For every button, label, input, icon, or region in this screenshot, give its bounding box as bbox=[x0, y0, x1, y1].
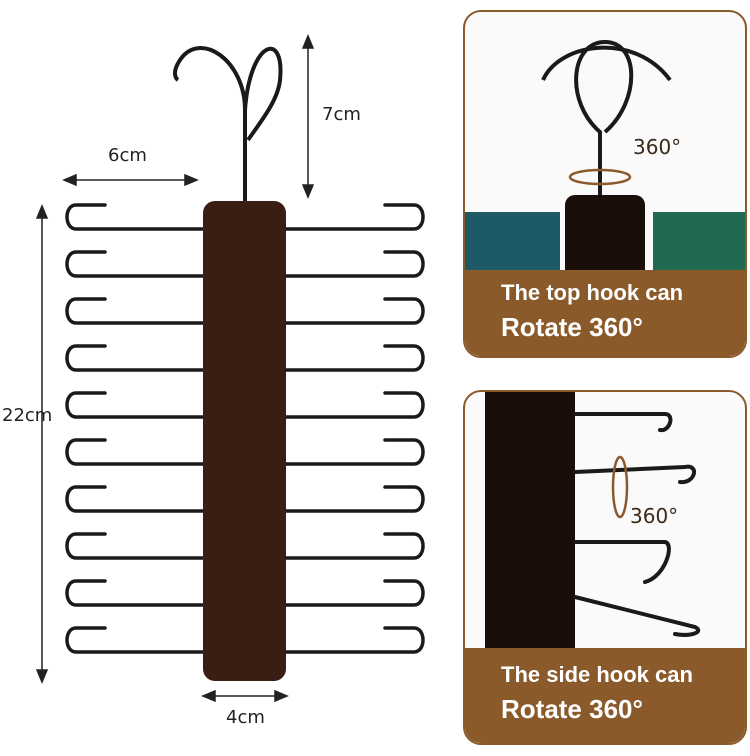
total-height-label: 22cm bbox=[2, 405, 53, 426]
side-hook-left bbox=[65, 250, 212, 278]
side-hook-left bbox=[65, 579, 212, 607]
side-hook-left bbox=[65, 203, 212, 231]
side-hook-left bbox=[65, 344, 212, 372]
side-hook-left bbox=[65, 626, 212, 654]
side-hook-right bbox=[278, 438, 425, 466]
rotation-label: 360° bbox=[630, 504, 679, 528]
side-hook-right bbox=[278, 297, 425, 325]
side-hook-right bbox=[278, 344, 425, 372]
body-width-label: 4cm bbox=[226, 707, 265, 728]
side-hook-right bbox=[278, 391, 425, 419]
hook-height-label: 7cm bbox=[322, 104, 361, 125]
side-hook-panel: 360° The side hook can Rotate 360° bbox=[463, 390, 747, 745]
side-hook-right bbox=[278, 626, 425, 654]
top-hook-panel: 360° The top hook can Rotate 360° bbox=[463, 10, 747, 358]
caption-line-1: The top hook can bbox=[501, 280, 684, 305]
side-hook-right bbox=[278, 203, 425, 231]
caption-band: The top hook can Rotate 360° bbox=[465, 270, 745, 356]
caption-line-2: Rotate 360° bbox=[501, 312, 643, 342]
rotation-label: 360° bbox=[633, 135, 682, 159]
side-hook-left bbox=[65, 391, 212, 419]
arm-width-label: 6cm bbox=[108, 145, 147, 166]
top-hook bbox=[172, 46, 283, 205]
side-hook-left bbox=[65, 297, 212, 325]
caption-line-2: Rotate 360° bbox=[501, 694, 643, 724]
side-hook-right bbox=[278, 250, 425, 278]
side-hook-right bbox=[278, 579, 425, 607]
side-hook-right bbox=[278, 532, 425, 560]
caption-line-1: The side hook can bbox=[501, 662, 693, 687]
side-hook-left bbox=[65, 485, 212, 513]
caption-band: The side hook can Rotate 360° bbox=[465, 648, 745, 743]
side-hook-right bbox=[278, 485, 425, 513]
side-hook-left bbox=[65, 532, 212, 560]
side-hook-left bbox=[65, 438, 212, 466]
wooden-body bbox=[203, 201, 286, 681]
